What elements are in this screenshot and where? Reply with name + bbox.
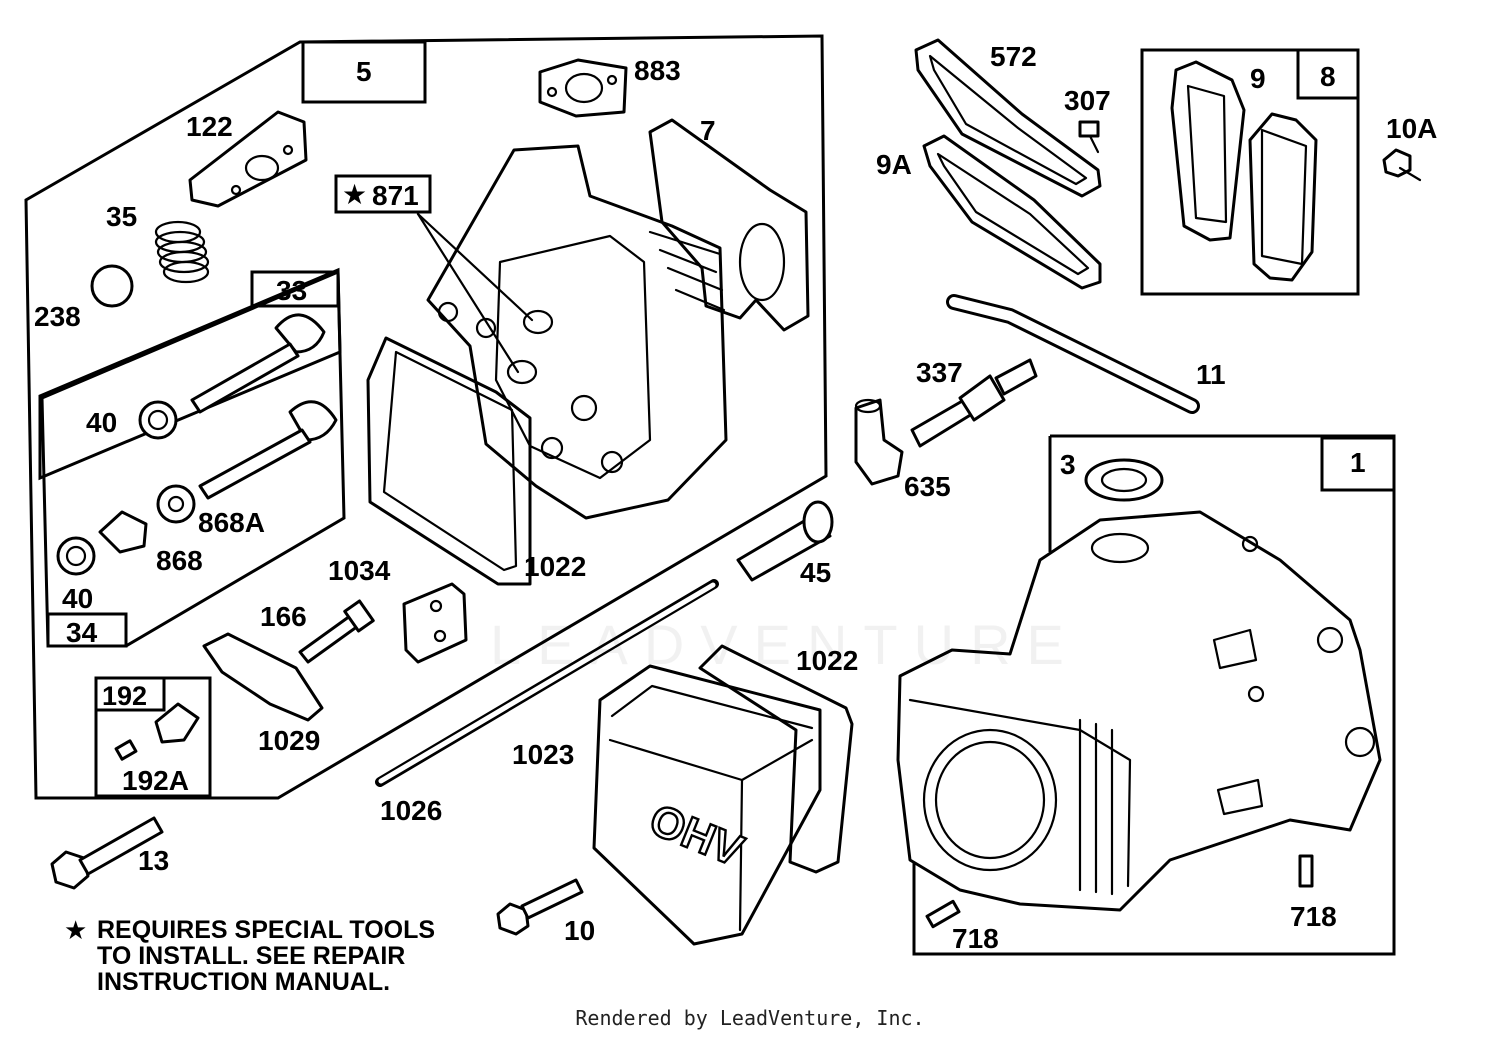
tube-45-drawing	[736, 500, 834, 582]
label-871: 871	[372, 180, 419, 211]
label-33: 33	[276, 275, 307, 306]
gasket-883-drawing	[538, 58, 628, 118]
label-871-star: ★	[342, 179, 367, 210]
adjuster-192-drawing	[154, 702, 200, 744]
note-line-1: REQUIRES SPECIAL TOOLS	[97, 916, 436, 944]
boot-635-drawing	[854, 398, 904, 486]
seal-868-drawing	[98, 510, 148, 554]
label-868a: 868A	[198, 507, 265, 538]
spacer-122-drawing	[188, 110, 308, 208]
stud-166-drawing	[298, 599, 375, 664]
label-11: 11	[1196, 359, 1226, 390]
label-10: 10	[564, 915, 595, 946]
kit-5-outline	[24, 34, 828, 800]
label-307: 307	[1064, 85, 1111, 116]
watermark: LEADVENTURE	[490, 613, 1080, 676]
rocker-1029-drawing	[202, 632, 324, 722]
kit-5-label-box	[301, 40, 427, 104]
kit-34-outline	[40, 269, 346, 648]
seal-3-drawing	[1084, 458, 1164, 502]
gasket-9a-drawing	[922, 134, 1102, 290]
special-tools-note: ★ REQUIRES SPECIAL TOOLS TO INSTALL. SEE…	[64, 917, 504, 995]
star-icon: ★	[64, 915, 88, 945]
label-166: 166	[260, 601, 307, 632]
label-1029: 1029	[258, 725, 320, 756]
label-40-top: 40	[86, 407, 117, 438]
pin-718-right	[1298, 854, 1314, 888]
washer-868a-drawing	[156, 484, 196, 524]
cylinder-block-1-drawing	[896, 510, 1382, 912]
label-9a: 9A	[876, 149, 912, 180]
label-192a: 192A	[122, 765, 189, 796]
bolt-10-drawing	[496, 878, 584, 936]
label-7: 7	[700, 115, 716, 146]
label-1022-upper: 1022	[524, 551, 586, 582]
retainer-40-top	[138, 400, 178, 440]
cap-238-drawing	[90, 264, 134, 308]
valve-cover-1023-drawing: OHV	[592, 664, 822, 946]
label-35: 35	[106, 201, 137, 232]
label-1034: 1034	[328, 555, 391, 586]
label-3: 3	[1060, 449, 1076, 480]
gasket-7-drawing	[648, 118, 810, 332]
bolt-13-drawing	[50, 816, 164, 890]
label-1: 1	[1350, 447, 1366, 478]
label-1026: 1026	[380, 795, 442, 826]
label-13: 13	[138, 845, 169, 876]
kit-8-outline	[1140, 48, 1360, 296]
label-868: 868	[156, 545, 203, 576]
label-635: 635	[904, 471, 951, 502]
retainer-40-bottom	[56, 536, 96, 576]
label-337: 337	[916, 357, 963, 388]
spring-35-drawing	[154, 220, 210, 284]
label-122: 122	[186, 111, 233, 142]
note-line-3: INSTRUCTION MANUAL.	[97, 968, 391, 996]
kit-192-label-box	[94, 676, 166, 712]
label-34: 34	[66, 617, 98, 648]
note-line-2: TO INSTALL. SEE REPAIR	[97, 942, 406, 970]
gasket-572-drawing	[914, 38, 1102, 198]
pin-718-left	[925, 899, 961, 929]
label-572: 572	[990, 41, 1037, 72]
tube-11-drawing	[946, 294, 1200, 414]
label-8: 8	[1320, 61, 1336, 92]
cylinder-head-drawing	[426, 144, 728, 520]
label-871-box	[334, 174, 432, 214]
sparkplug-337-drawing	[910, 358, 1038, 448]
gasket-1022-upper	[366, 336, 532, 586]
screw-10a-drawing	[1382, 148, 1422, 182]
label-9: 9	[1250, 63, 1266, 94]
setscrew-192a-drawing	[114, 739, 138, 761]
label-1023: 1023	[512, 739, 574, 770]
label-192: 192	[102, 681, 147, 711]
valve-exhaust-drawing	[190, 313, 326, 414]
kit-1-outline	[912, 434, 1396, 956]
label-718-right: 718	[1290, 901, 1337, 932]
breather-8-drawing	[1248, 112, 1318, 282]
kit-8-label-box	[1296, 48, 1360, 100]
label-5: 5	[356, 56, 372, 87]
kit-34-label-box	[46, 612, 128, 648]
gasket-1022-lower	[698, 644, 854, 874]
label-10a: 10A	[1386, 113, 1437, 144]
label-718-left: 718	[952, 923, 999, 954]
valve-intake-drawing	[198, 400, 338, 500]
label-238: 238	[34, 301, 81, 332]
screw-307-drawing	[1078, 120, 1100, 154]
label-45: 45	[800, 557, 831, 588]
label-1022-lower: 1022	[796, 645, 858, 676]
plate-1034-drawing	[402, 582, 468, 664]
label-883: 883	[634, 55, 681, 86]
label-40-bottom: 40	[62, 583, 93, 614]
kit-1-label-box	[1320, 436, 1396, 492]
rendered-by-footer: Rendered by LeadVenture, Inc.	[575, 1006, 925, 1030]
gasket-9-drawing	[1170, 60, 1246, 242]
